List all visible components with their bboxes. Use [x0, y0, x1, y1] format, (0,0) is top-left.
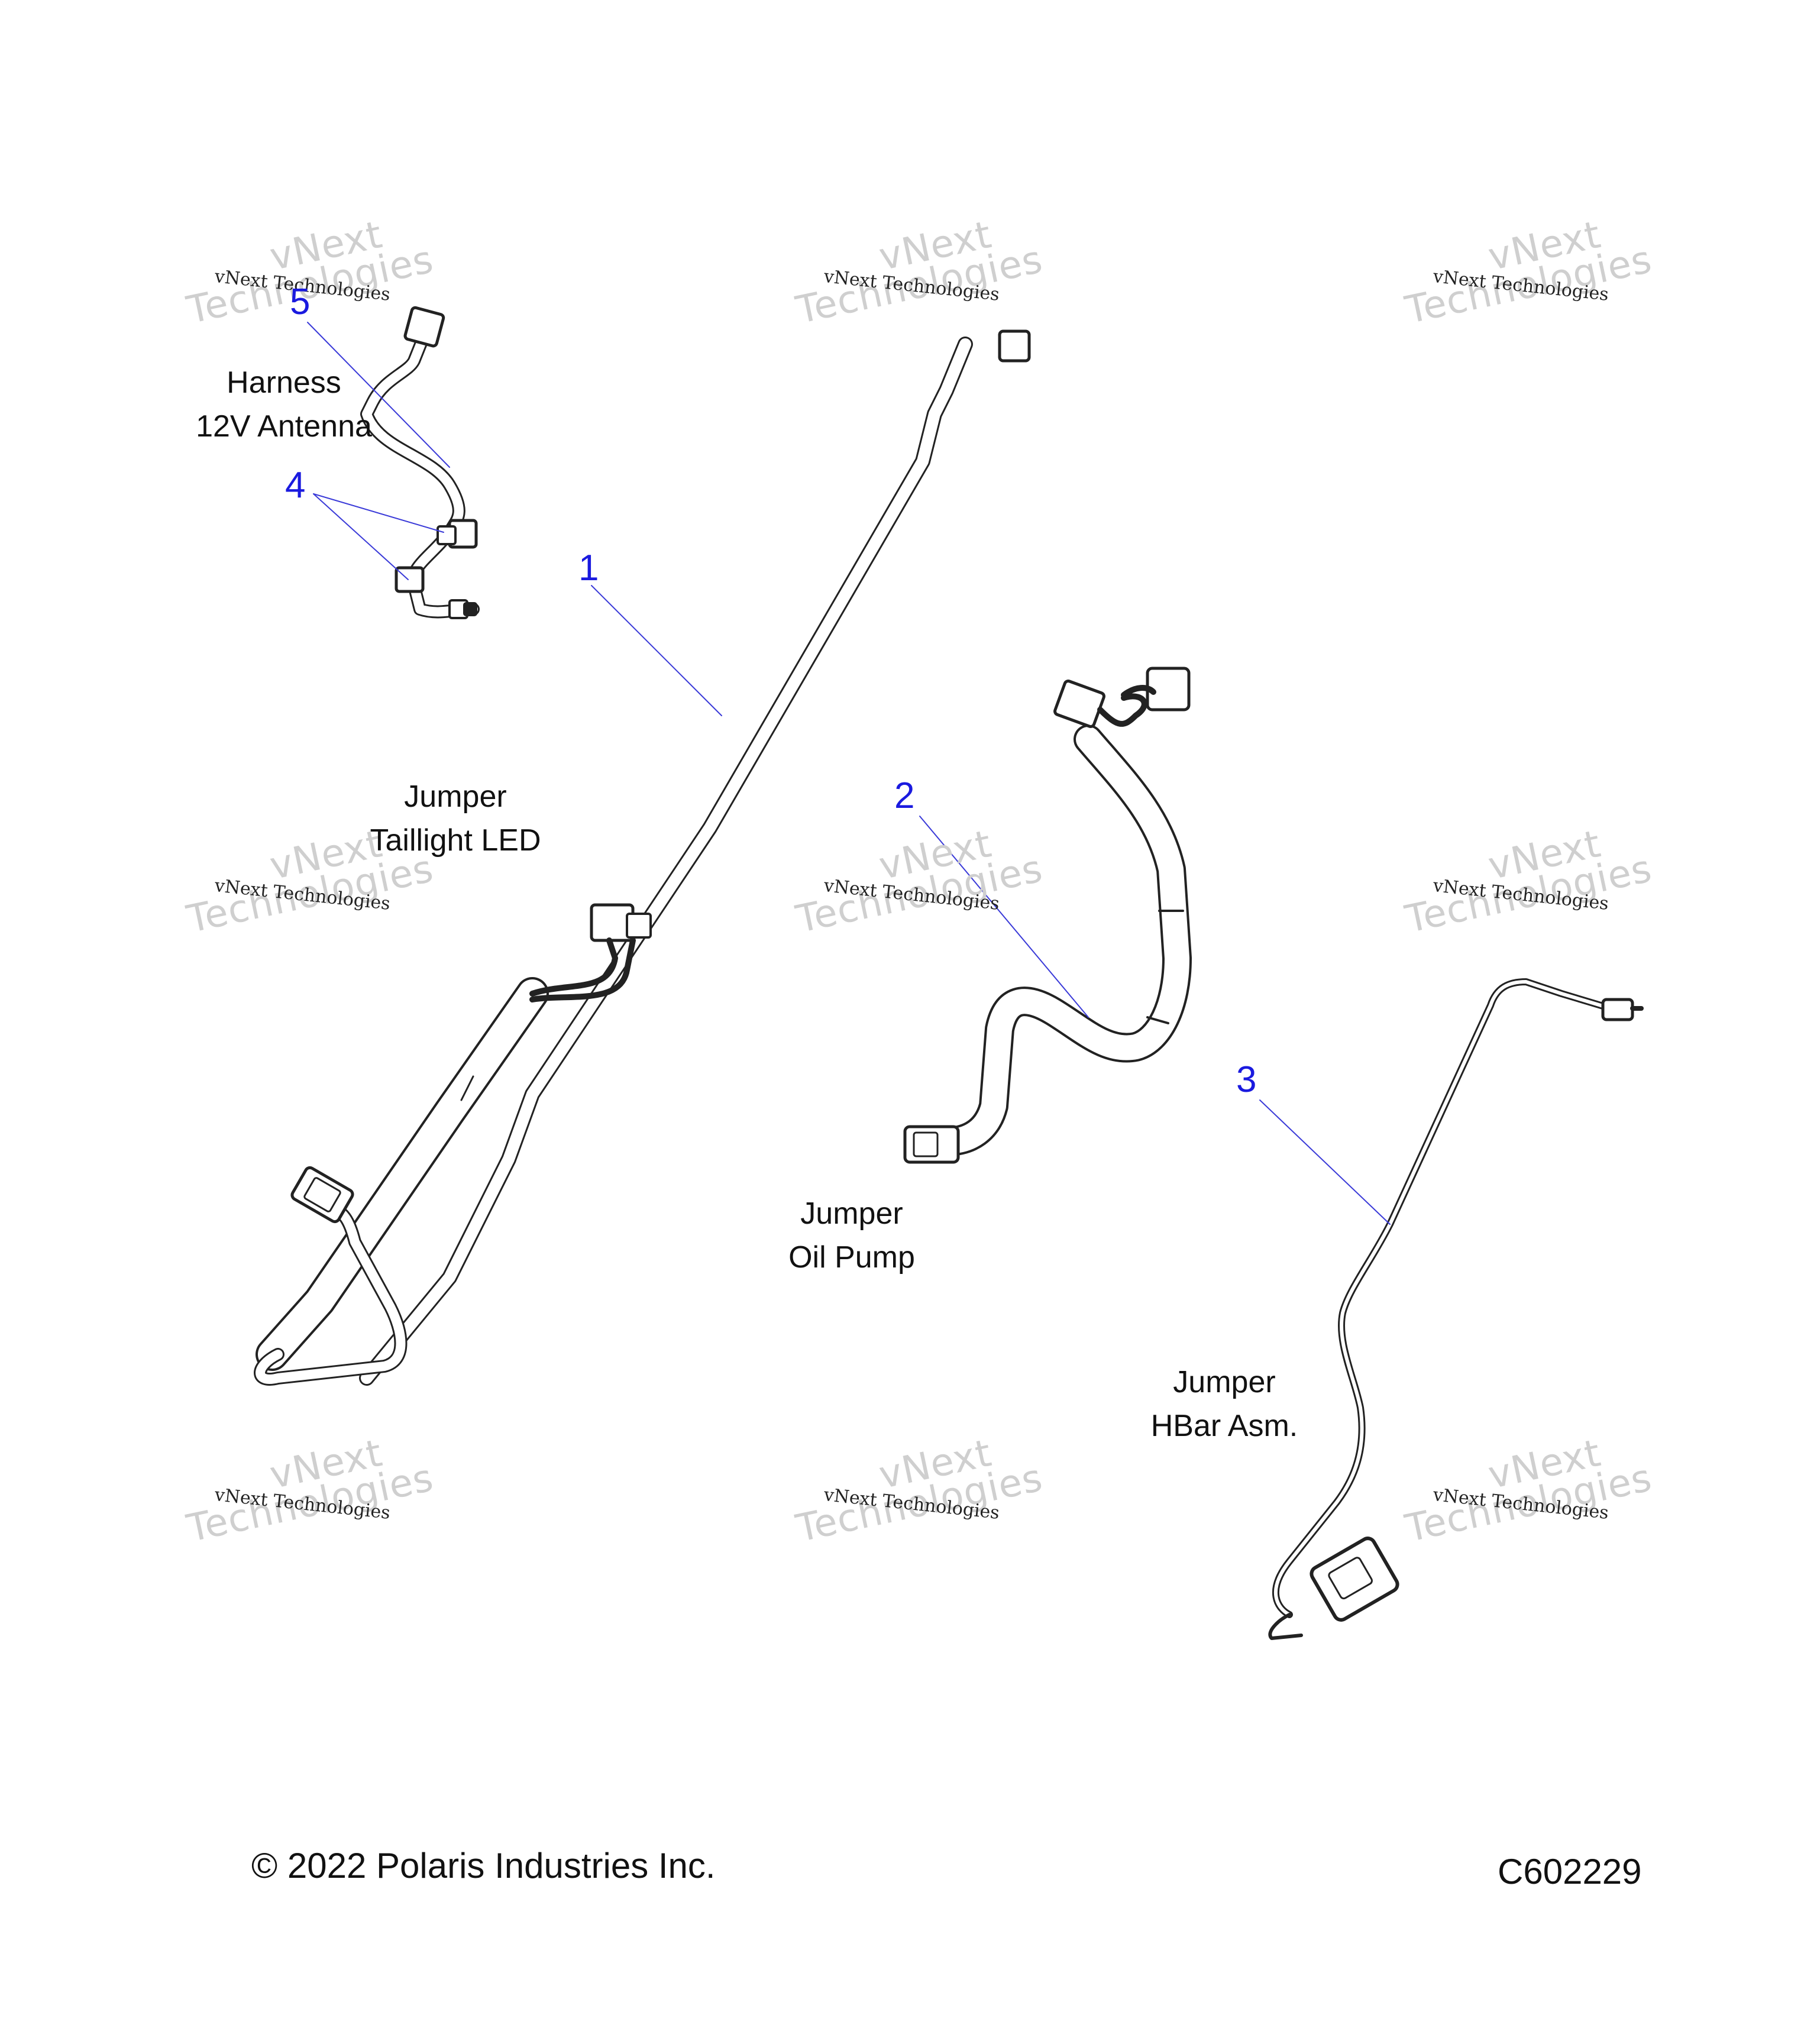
hbar-jumper-harness — [1268, 978, 1644, 1640]
figure-id: C602229 — [1498, 1852, 1642, 1891]
part-label-oil-pump: Jumper Oil Pump — [788, 1196, 915, 1275]
callout-2: 2 — [894, 775, 915, 816]
callout-4: 4 — [285, 465, 306, 506]
taillight-jumper-harness — [254, 329, 1031, 1386]
callout-1: 1 — [578, 548, 599, 588]
leader-lines — [307, 322, 1391, 1225]
part-label-taillight: Jumper Taillight LED — [370, 780, 541, 858]
callout-3: 3 — [1236, 1059, 1257, 1100]
copyright: © 2022 Polaris Industries Inc. — [251, 1846, 716, 1885]
antenna-harness — [360, 306, 480, 619]
part-label-hbar: Jumper HBar Asm. — [1150, 1365, 1298, 1443]
oil-pump-jumper-harness — [903, 667, 1192, 1164]
callout-5: 5 — [290, 282, 311, 322]
part-label-antenna: Harness 12V Antenna — [196, 366, 372, 444]
